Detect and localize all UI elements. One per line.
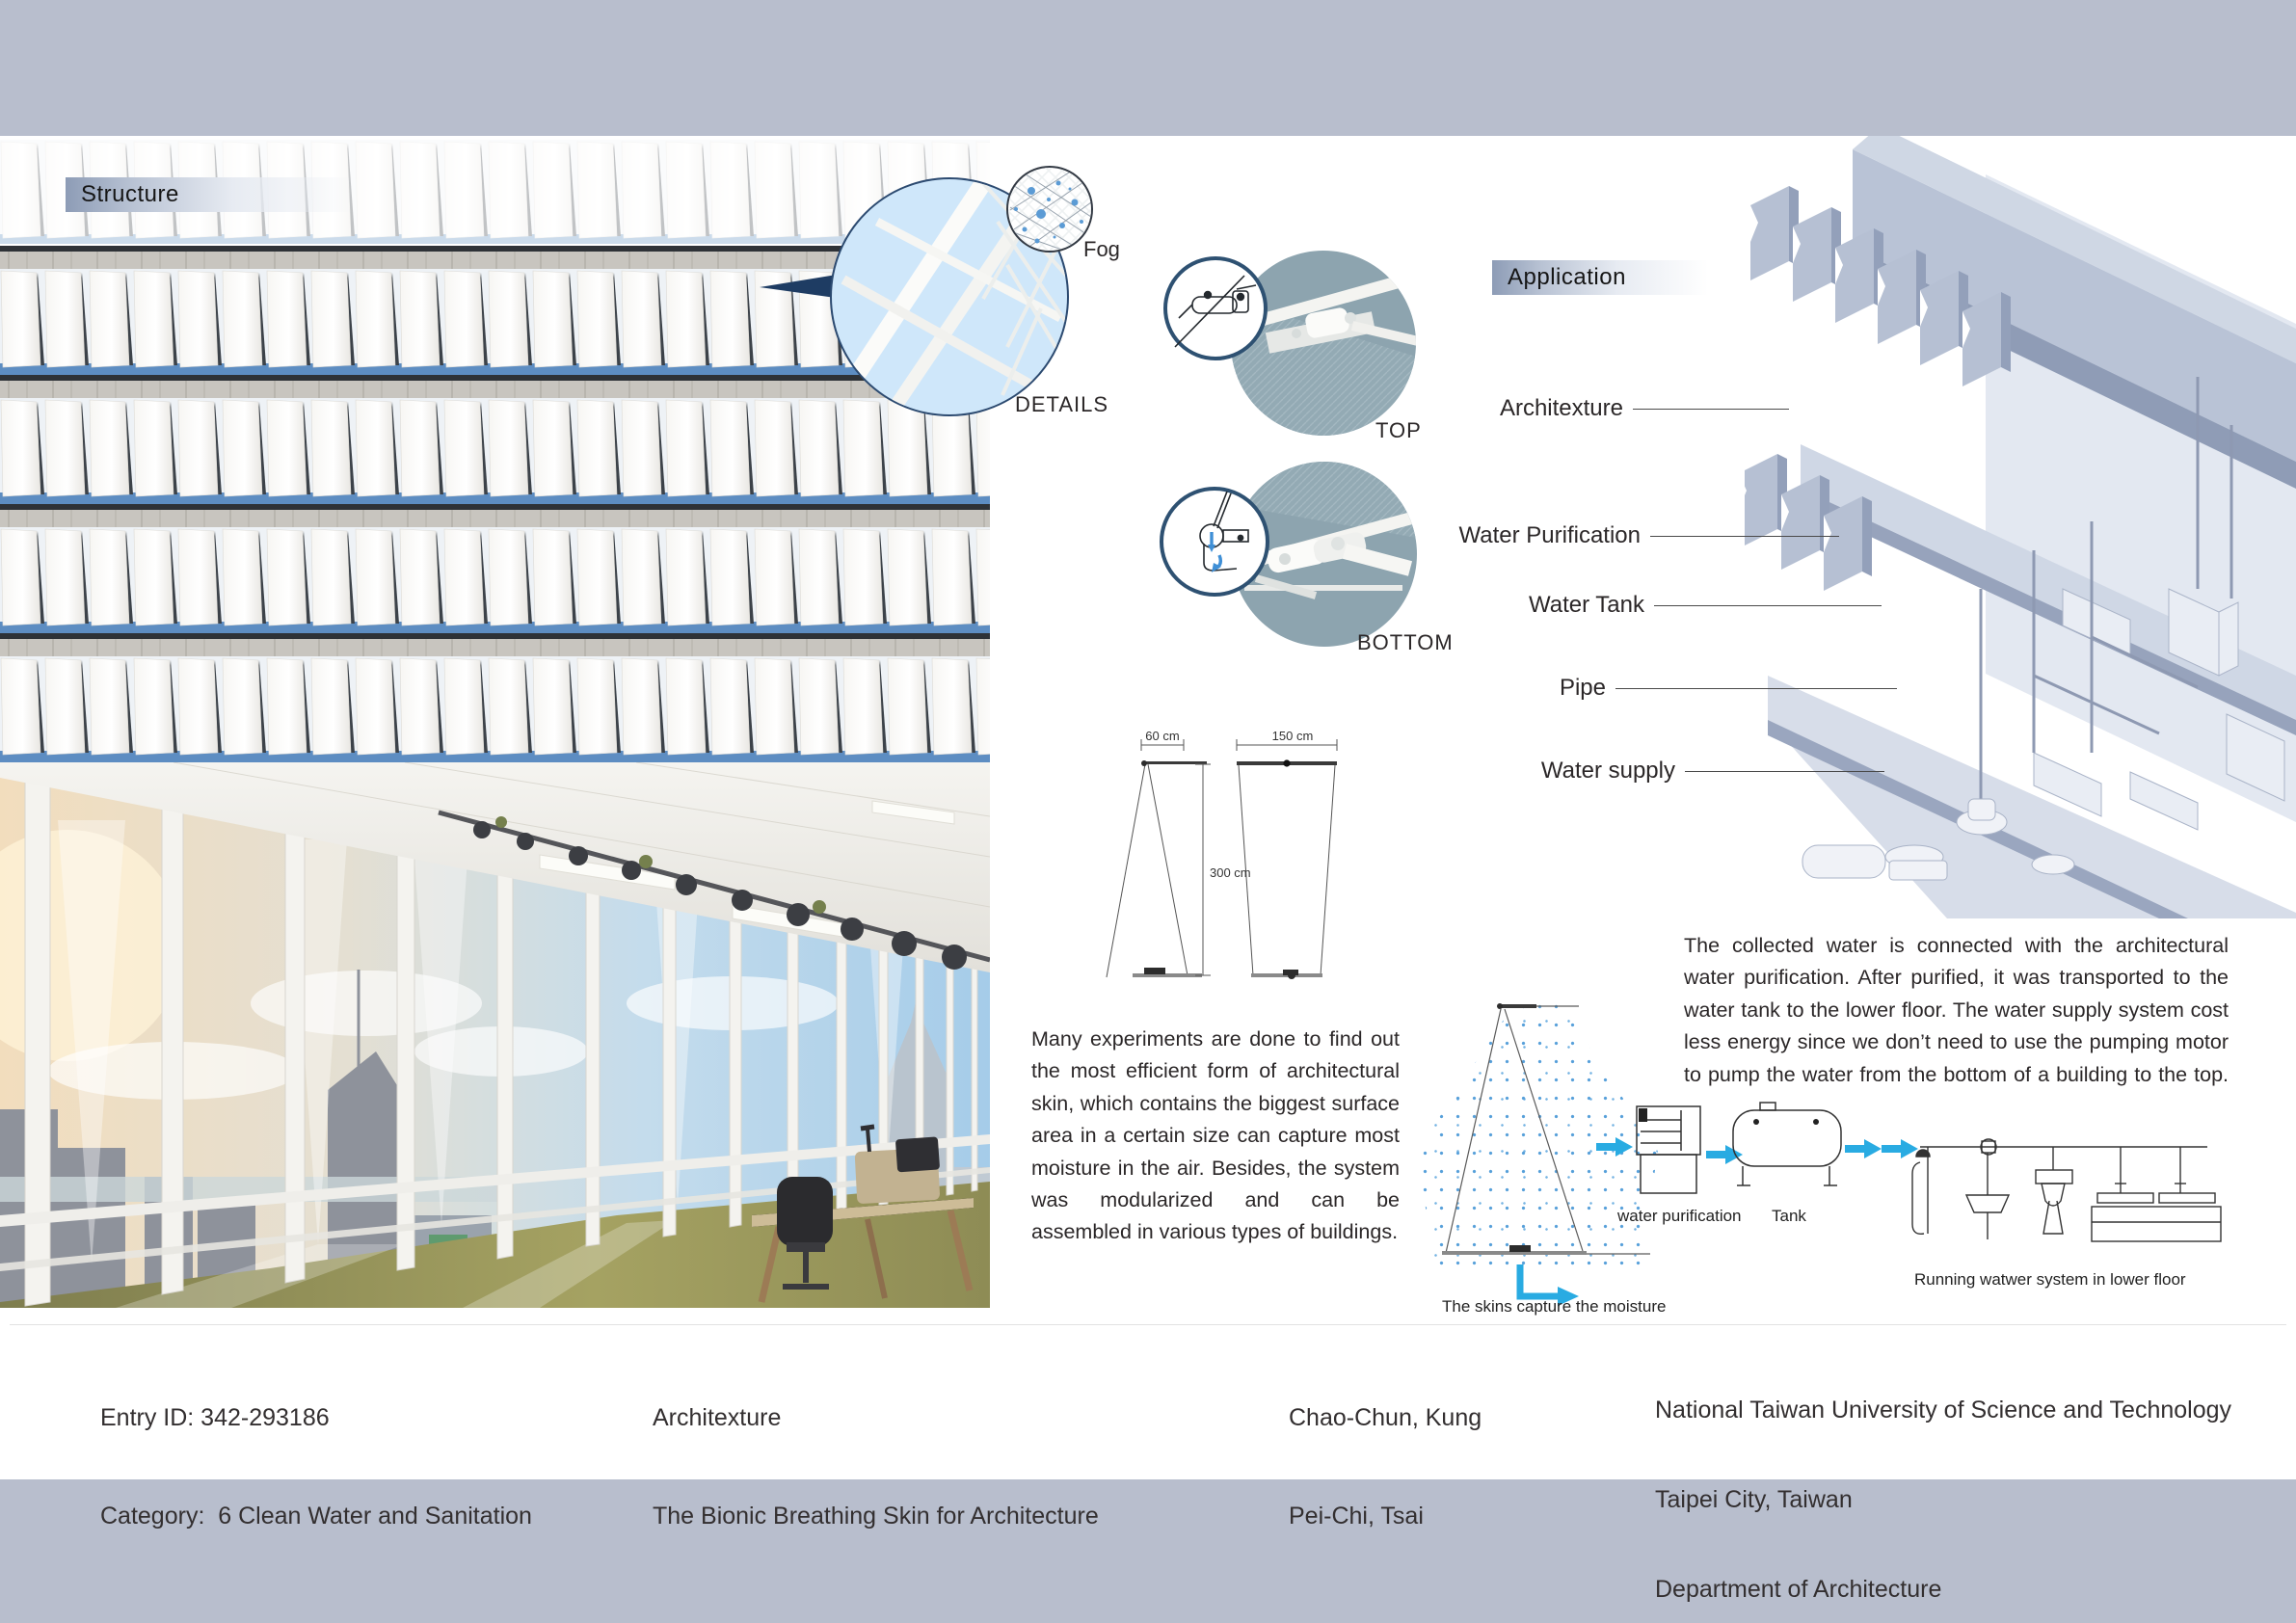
university-name: National Taiwan University of Science an…: [1655, 1397, 2232, 1423]
leader-line: [1615, 688, 1897, 689]
top-detail-label: TOP: [1375, 418, 1422, 442]
member-2: Pei-Chi, Tsai: [1289, 1503, 1424, 1530]
dimension-front-width: 150 cm: [1271, 729, 1314, 743]
footer-university-block: National Taiwan University of Science an…: [1655, 1336, 2231, 1623]
bottom-detail-label: BOTTOM: [1357, 630, 1454, 654]
interior-rendering-image: [0, 762, 990, 1308]
details-callout-illustration: [760, 166, 1093, 416]
university-department: Department of Architecture: [1655, 1576, 1942, 1603]
dimension-height: 300 cm: [1210, 865, 1251, 880]
water-flow-line-art: [1596, 1102, 2222, 1242]
leader-line: [1650, 536, 1839, 537]
footer-divider: [10, 1324, 2286, 1325]
bottom-joint-illustration: [1160, 462, 1417, 647]
callout-pipe: Pipe: [1559, 675, 1606, 701]
module-dimension-diagram: [1106, 739, 1338, 979]
top-joint-illustration: [1163, 251, 1416, 436]
team-name: Architexture: [653, 1404, 782, 1431]
bottom-band: [0, 1479, 2296, 1623]
facade-structure-image: [0, 140, 990, 762]
details-label: DETAILS: [1015, 392, 1109, 416]
member-1: Chao-Chun, Kung: [1289, 1404, 1482, 1431]
entry-id: Entry ID: 342-293186: [100, 1404, 330, 1431]
project-title: The Bionic Breathing Skin for Architectu…: [653, 1503, 1099, 1530]
tank-caption: Tank: [1772, 1207, 1806, 1225]
skin-capture-diagram: [1442, 1003, 1650, 1306]
entry-category: Category: 6 Clean Water and Sanitation: [100, 1503, 532, 1530]
fog-label: Fog: [1083, 237, 1120, 261]
footer-members-block: Chao-Chun, Kung Pei-Chi, Tsai: [1289, 1336, 1482, 1598]
experiments-paragraph: Many experiments are done to find out th…: [1031, 1027, 1400, 1244]
dimension-side-width: 60 cm: [1145, 729, 1180, 743]
building-cutaway-illustration: [1745, 136, 2296, 918]
leader-line: [1633, 409, 1789, 410]
callout-water-purification: Water Purification: [1458, 522, 1641, 548]
leader-line: [1654, 605, 1882, 606]
structure-section-label: Structure: [66, 177, 370, 212]
collected-water-paragraph: The collected water is connected with th…: [1684, 934, 2229, 1086]
skin-capture-caption: The skins capture the moisture: [1442, 1297, 1667, 1316]
top-band: [0, 0, 2296, 136]
university-city: Taipei City, Taiwan: [1655, 1486, 1853, 1513]
running-system-caption: Running watwer system in lower floor: [1914, 1270, 2186, 1289]
footer-project-block: Architexture The Bionic Breathing Skin f…: [653, 1336, 1099, 1598]
callout-water-supply: Water supply: [1540, 758, 1675, 784]
leader-line: [1685, 771, 1884, 772]
callout-water-tank: Water Tank: [1528, 592, 1644, 618]
pointer-arrow-icon: [760, 274, 842, 299]
callout-architexture: Architexture: [1499, 395, 1623, 421]
application-section-label: Application: [1492, 260, 1720, 295]
purification-caption: water purification: [1617, 1207, 1742, 1225]
footer-entry-block: Entry ID: 342-293186 Category: 6 Clean W…: [100, 1336, 532, 1598]
